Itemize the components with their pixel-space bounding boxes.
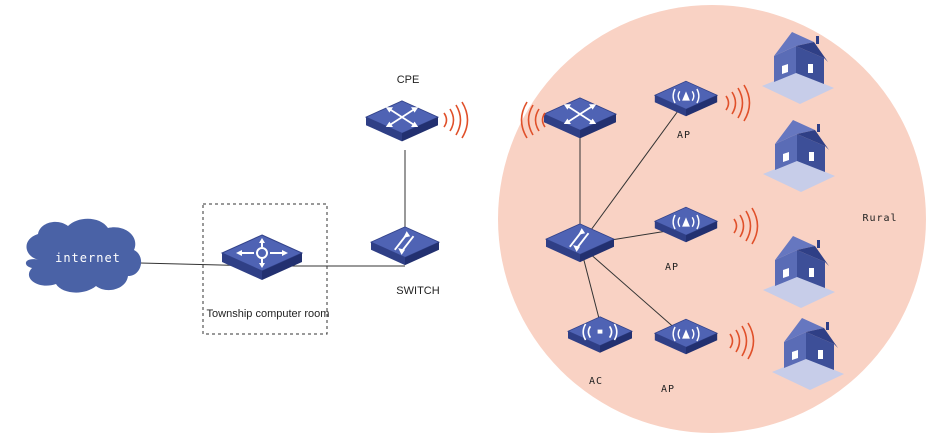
ap-label-1: AP [677, 130, 691, 141]
ap-icon-2 [654, 206, 718, 243]
cpe-icon [365, 100, 439, 142]
ac-label: AC [589, 376, 603, 387]
switch-icon [370, 226, 440, 266]
township-room-box [202, 203, 328, 335]
rural-switch-icon [545, 223, 615, 263]
connection-lines [139, 99, 687, 339]
internet-label: internet [55, 251, 121, 265]
switch-label: SWITCH [396, 285, 439, 297]
router-icon [221, 234, 303, 281]
internet-cloud-icon [25, 218, 142, 293]
ap-icon-3 [654, 318, 718, 355]
township-label: Township computer room [207, 308, 330, 320]
ap-label-2: AP [665, 262, 679, 273]
ap-icon-1 [654, 80, 718, 117]
rural-label: Rural [862, 213, 897, 224]
cpe-signal-icon [443, 101, 469, 139]
ap-label-3: AP [661, 384, 675, 395]
rural-cpe-icon [543, 97, 617, 139]
ac-icon [567, 316, 633, 354]
cpe-label: CPE [397, 74, 420, 86]
